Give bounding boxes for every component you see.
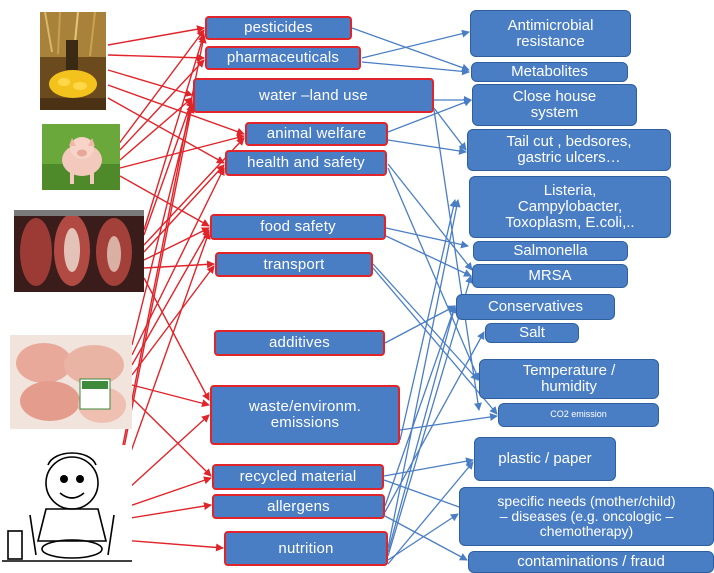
red-arrow — [117, 502, 212, 521]
red-arrow — [119, 133, 245, 169]
blue-arrow — [387, 461, 474, 565]
blue-arrow — [387, 305, 458, 553]
node-animal-welfare: animal welfare — [245, 122, 388, 146]
node-listeria: Listeria, Campylobacter, Toxoplasm, E.co… — [469, 176, 671, 238]
node-allergens: allergens — [212, 494, 385, 519]
red-arrow — [131, 397, 212, 477]
blue-arrow — [385, 227, 469, 249]
node-pharmaceuticals: pharmaceuticals — [205, 46, 361, 70]
node-food-safety: food safety — [210, 214, 386, 240]
node-co2-emission: CO2 emission — [498, 403, 659, 427]
node-tail-cut: Tail cut , bedsores, gastric ulcers… — [467, 129, 671, 171]
node-waste-environm-emissions: waste/environm. emissions — [210, 385, 400, 445]
blue-arrow — [384, 515, 468, 561]
cartoon-eater-image — [2, 445, 132, 570]
red-arrow — [131, 384, 210, 408]
red-arrow — [117, 476, 212, 511]
blue-arrow — [387, 98, 472, 133]
blue-arrow — [372, 267, 498, 415]
node-plastic-paper: plastic / paper — [474, 437, 616, 481]
node-mrsa: MRSA — [472, 264, 628, 288]
node-transport: transport — [215, 252, 373, 277]
red-arrow — [117, 29, 205, 146]
blue-arrow — [387, 139, 467, 155]
red-arrow — [117, 414, 210, 499]
node-water-land-use: water –land use — [193, 78, 434, 113]
node-specific-needs: specific needs (mother/child) – diseases… — [459, 487, 714, 546]
red-arrow — [107, 69, 193, 97]
red-arrow — [143, 260, 215, 269]
node-conservatives: Conservatives — [456, 294, 615, 320]
blue-arrow — [387, 167, 480, 381]
blue-arrow — [384, 305, 457, 507]
blue-arrow — [361, 61, 470, 76]
blue-arrow — [387, 163, 473, 271]
node-pesticides: pesticides — [205, 16, 352, 40]
node-additives: additives — [214, 330, 385, 356]
red-arrow — [107, 53, 205, 62]
red-arrow — [143, 164, 225, 253]
red-arrow — [143, 33, 206, 231]
blue-arrow — [384, 305, 456, 344]
pig-image — [42, 124, 120, 190]
red-arrow — [143, 277, 210, 401]
blue-arrow — [385, 235, 472, 277]
meat-carcasses-image — [14, 210, 144, 292]
red-arrow — [131, 265, 215, 376]
red-arrow — [107, 84, 245, 136]
node-recycled-material: recycled material — [212, 464, 384, 490]
node-health-and-safety: health and safety — [225, 150, 387, 176]
blue-arrow — [387, 199, 461, 549]
node-metabolites: Metabolites — [471, 62, 628, 82]
node-salmonella: Salmonella — [473, 241, 628, 261]
packaged-meat-image — [10, 335, 132, 429]
red-arrow — [117, 231, 211, 489]
red-arrow — [119, 59, 205, 151]
node-nutrition: nutrition — [224, 531, 388, 566]
blue-arrow — [387, 275, 473, 557]
blue-arrows-group — [351, 27, 498, 565]
red-arrows-group — [107, 25, 245, 552]
blue-arrow — [399, 199, 458, 441]
red-arrow — [107, 97, 225, 164]
node-contaminations-fraud: contaminations / fraud — [468, 551, 714, 573]
blue-arrow — [383, 479, 474, 514]
node-temperature-humidity: Temperature / humidity — [479, 359, 659, 399]
node-close-house-system: Close house system — [472, 84, 637, 126]
red-arrow — [121, 539, 224, 552]
red-arrow — [107, 25, 205, 46]
blue-arrow — [387, 513, 459, 561]
blue-arrow — [433, 107, 467, 151]
node-salt: Salt — [485, 323, 579, 343]
blue-arrow — [351, 27, 470, 72]
blue-arrow — [361, 29, 470, 59]
red-arrow — [119, 175, 210, 227]
node-antimicrobial-resistance: Antimicrobial resistance — [470, 10, 631, 57]
blue-arrow — [383, 457, 474, 477]
blue-arrow — [433, 109, 482, 411]
corn-harvest-image — [40, 12, 106, 110]
red-arrow — [143, 99, 194, 236]
red-arrow — [119, 97, 193, 161]
blue-arrow — [399, 413, 498, 431]
